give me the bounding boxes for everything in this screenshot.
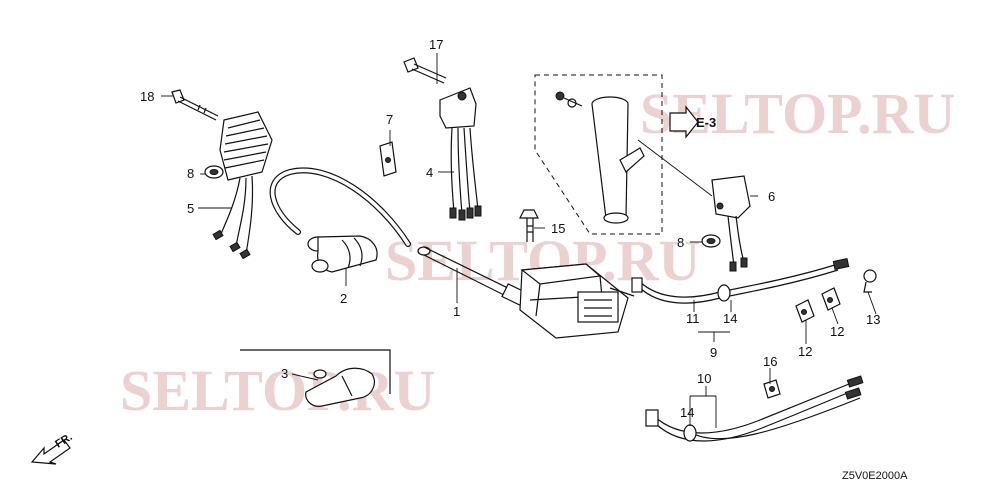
label-part-2: 2 [340,291,347,306]
hose [269,167,411,247]
part-labels: 18 8 5 2 1 3 4 7 17 15 8 6 11 14 9 12 12… [140,37,880,420]
switch-4 [439,87,482,221]
label-part-8-right: 8 [677,235,684,250]
grommet-8-right [701,234,721,248]
clamp-13 [863,269,877,293]
label-part-12-left: 12 [798,344,812,359]
harness-9 [631,258,850,304]
label-part-15: 15 [551,221,565,236]
regulator-5 [212,111,273,260]
label-part-9: 9 [710,345,717,360]
arrow-down-left-icon [30,439,71,465]
label-part-11: 11 [686,311,700,326]
label-part-13: 13 [866,312,880,327]
label-part-3: 3 [281,366,288,381]
label-part-1: 1 [453,304,460,319]
label-part-16: 16 [763,354,777,369]
clip-7 [379,141,397,177]
drawing-code: Z5V0E2000A [842,470,908,482]
grommet-8-left [204,165,224,179]
leader-lines [161,53,877,428]
label-part-12-right: 12 [830,324,844,339]
label-part-5: 5 [187,201,194,216]
label-part-4: 4 [426,165,433,180]
watermarks: SELTOP.RU SELTOP.RU SELTOP.RU [120,81,955,423]
label-part-17: 17 [429,37,443,52]
label-part-14-upper: 14 [723,311,737,326]
bolt-15 [519,209,539,242]
bolt-18 [171,89,219,121]
cap-3 [240,349,391,407]
front-direction-indicator: FR. [30,431,75,465]
arrow-right-icon [669,105,699,139]
label-part-7: 7 [386,112,393,127]
clamps-12 [795,287,841,323]
reference-label: E-3 [696,115,716,130]
label-part-6: 6 [768,189,775,204]
watermark-top: SELTOP.RU [640,81,955,146]
switch-6 [637,139,751,272]
label-part-18: 18 [140,89,154,104]
e3-detail [534,74,699,235]
boot-2 [307,235,378,273]
bolt-17 [403,57,447,84]
ignition-coil-1 [417,246,635,339]
watermark-bottom: SELTOP.RU [120,358,435,423]
harness-10 [645,375,864,442]
label-part-14-lower: 14 [680,405,694,420]
label-part-8-left: 8 [187,166,194,181]
clamp-16 [763,379,781,399]
label-part-10: 10 [697,371,711,386]
